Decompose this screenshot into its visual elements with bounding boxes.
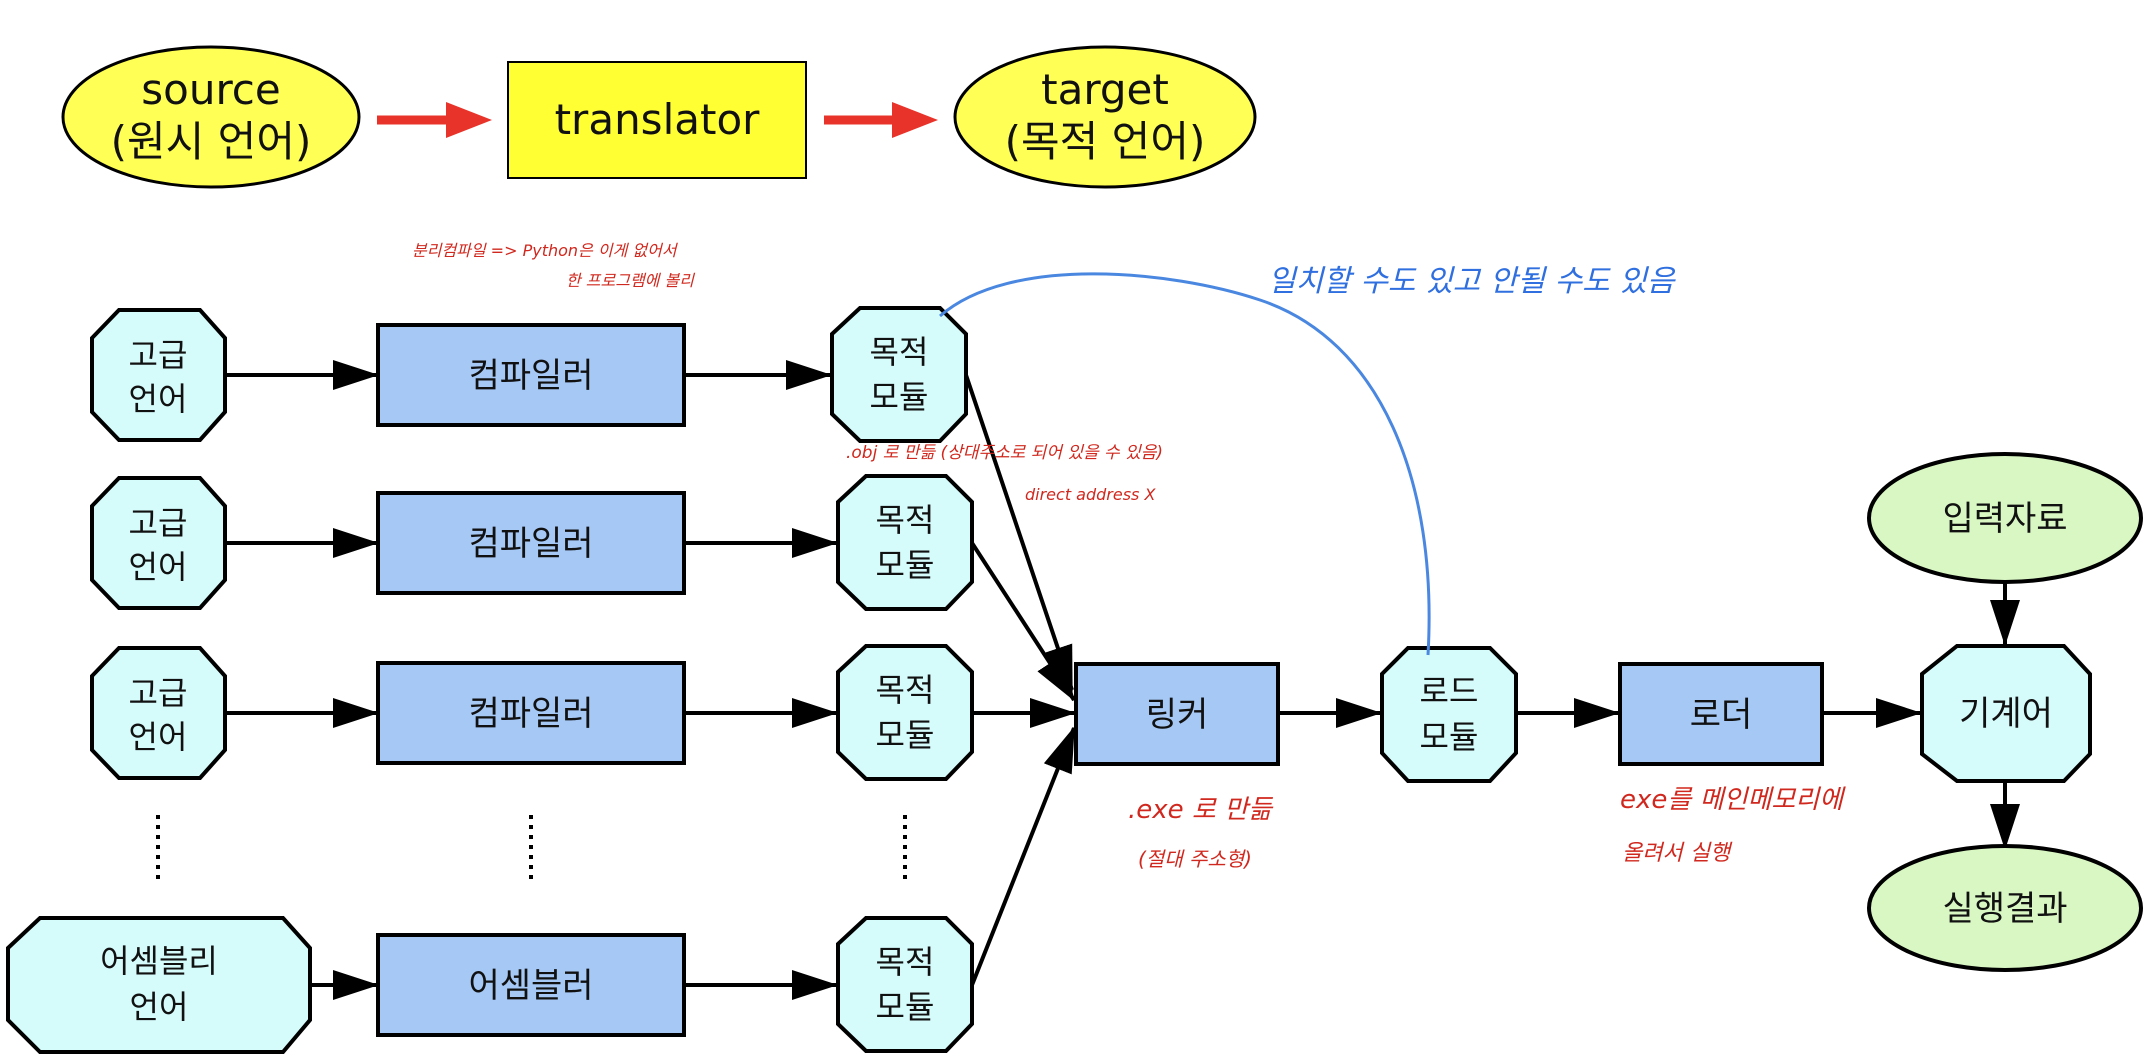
machine-label: 기계어	[1959, 694, 2053, 734]
loader-label: 로더	[1690, 695, 1753, 735]
linker-label: 링커	[1146, 695, 1209, 735]
source-node-3: 고급 언어	[90, 646, 227, 780]
object-line2: 모듈	[876, 716, 935, 754]
object-line2: 모듈	[876, 988, 935, 1026]
compiler-to-object-arrows	[684, 360, 838, 1000]
object-modules: 목적 모듈 목적 모듈 목적 모듈 목적 모듈	[830, 306, 974, 1053]
header-row: source (원시 언어) translator target (목적 언어)	[61, 45, 1257, 189]
object-line2: 모듈	[870, 378, 929, 416]
source-line1: 고급	[129, 674, 188, 712]
object-octagon	[836, 916, 974, 1053]
target-ellipse	[953, 45, 1257, 189]
compiler-box	[376, 323, 686, 427]
source-octagon	[90, 646, 227, 780]
target-sublabel: (목적 언어)	[1005, 117, 1206, 166]
annotation-separate-compile-2: 한 프로그램에 볼리	[566, 271, 695, 290]
load-module: 로드 모듈	[1380, 646, 1518, 783]
object-module-4: 목적 모듈	[836, 916, 974, 1053]
object-octagon	[836, 474, 974, 611]
compiler-label: 컴파일러	[468, 694, 593, 734]
object-module-1: 목적 모듈	[830, 306, 968, 443]
source-node-4: 어셈블리 언어	[6, 916, 312, 1054]
source-line1: 고급	[129, 336, 188, 374]
assembler-label: 어셈블러	[468, 966, 593, 1006]
load-line2: 모듈	[1420, 718, 1479, 756]
machine-code: 기계어	[1920, 644, 2092, 783]
source-label: source	[141, 65, 280, 114]
source-octagon	[90, 476, 227, 610]
translator-box	[507, 61, 807, 179]
object-line1: 목적	[870, 333, 929, 371]
source-line1: 어셈블리	[100, 942, 218, 980]
compiler-label: 컴파일러	[468, 524, 593, 564]
object-line1: 목적	[876, 501, 935, 539]
compiler-label: 컴파일러	[468, 356, 593, 396]
compiler-box	[376, 661, 686, 765]
source-line2: 언어	[129, 718, 188, 756]
source-node-2: 고급 언어	[90, 476, 227, 610]
source-line2: 언어	[129, 548, 188, 586]
annotation-run: 올려서 실행	[1622, 841, 1733, 866]
machine-octagon	[1920, 644, 2092, 783]
red-arrowhead-1	[446, 102, 492, 138]
source-line1: 고급	[129, 504, 188, 542]
object-to-linker-arrows	[964, 374, 1076, 986]
source-nodes: 고급 언어 고급 언어 고급 언어 어셈블리 언어	[6, 308, 312, 1054]
load-octagon	[1380, 646, 1518, 783]
object-module-2: 목적 모듈	[836, 474, 974, 611]
load-line1: 로드	[1420, 672, 1479, 710]
source-octagon	[6, 916, 312, 1054]
target-label: target	[1041, 65, 1169, 114]
assembler-box	[376, 933, 686, 1037]
result-ellipse	[1867, 844, 2143, 972]
source-ellipse	[61, 45, 361, 189]
compiler-box	[376, 491, 686, 595]
source-octagon	[90, 308, 227, 442]
linker-box	[1074, 662, 1280, 766]
annotation-obj: .obj 로 만듦 (상대주소로 되어 있을 수 있음)	[846, 443, 1163, 463]
object-octagon	[830, 306, 968, 443]
translator-label: translator	[555, 95, 761, 144]
blue-curve	[939, 272, 1431, 656]
arrow	[970, 541, 1076, 702]
source-line2: 언어	[130, 988, 189, 1026]
source-node-1: 고급 언어	[90, 308, 227, 442]
annotation-exe: .exe 로 만듦	[1128, 795, 1274, 825]
object-octagon	[836, 644, 974, 781]
annotation-separate-compile: 분리컴파일 => Python은 이게 없어서	[412, 241, 679, 260]
object-line2: 모듈	[876, 546, 935, 584]
annotation-absolute: (절대 주소형)	[1138, 847, 1252, 871]
arrow	[970, 726, 1076, 986]
source-to-compiler-arrows	[225, 360, 379, 1000]
red-arrowhead-2	[892, 102, 938, 138]
object-line1: 목적	[876, 943, 935, 981]
annotation-exe-memory: exe를 메인메모리에	[1620, 785, 1846, 815]
input-data-label: 입력자료	[1942, 499, 2067, 539]
object-line1: 목적	[876, 671, 935, 709]
arrow	[964, 374, 1074, 692]
annotation-may-match: 일치할 수도 있고 안될 수도 있음	[1268, 264, 1676, 299]
ellipsis-dots	[156, 815, 907, 880]
object-module-3: 목적 모듈	[836, 644, 974, 781]
annotation-direct-address: direct address X	[1025, 485, 1156, 504]
result-label: 실행결과	[1942, 889, 2067, 929]
source-line2: 언어	[129, 380, 188, 418]
source-sublabel: (원시 언어)	[111, 117, 312, 166]
compiler-boxes: 컴파일러 컴파일러 컴파일러 어셈블러	[376, 323, 686, 1037]
